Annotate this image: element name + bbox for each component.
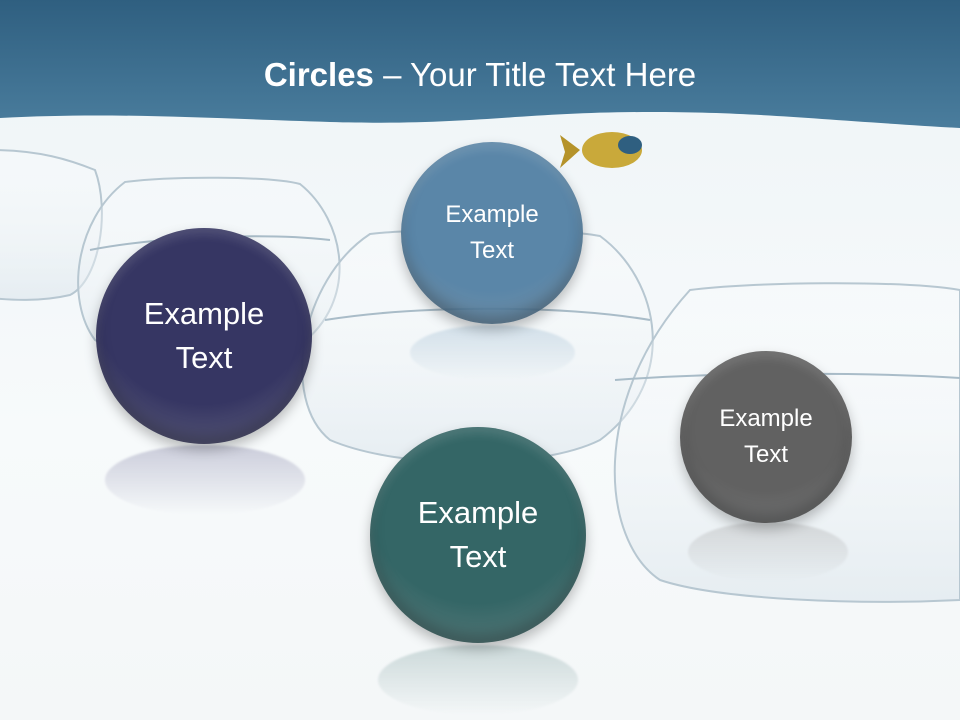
fish-icon [560,132,642,168]
circle-reflection [105,445,305,515]
header-wave [0,0,960,128]
circle-2: Example Text [401,142,583,324]
title-bold: Circles [263,56,374,93]
title-rest: – Your Title Text Here [373,56,697,93]
circle-3: Example Text [370,427,586,643]
circle-2-label: Example Text [445,201,539,264]
circle-reflection [688,522,848,582]
circle-3-label: Example Text [417,495,539,574]
circle-4-label: Example Text [719,405,813,468]
circle-1: Example Text [96,228,312,444]
circle-1-label: Example Text [143,296,265,375]
slide-title: Circles – Your Title Text Here [0,55,960,95]
circle-reflection [410,325,575,380]
circle-4: Example Text [680,351,852,523]
circle-reflection [378,645,578,715]
